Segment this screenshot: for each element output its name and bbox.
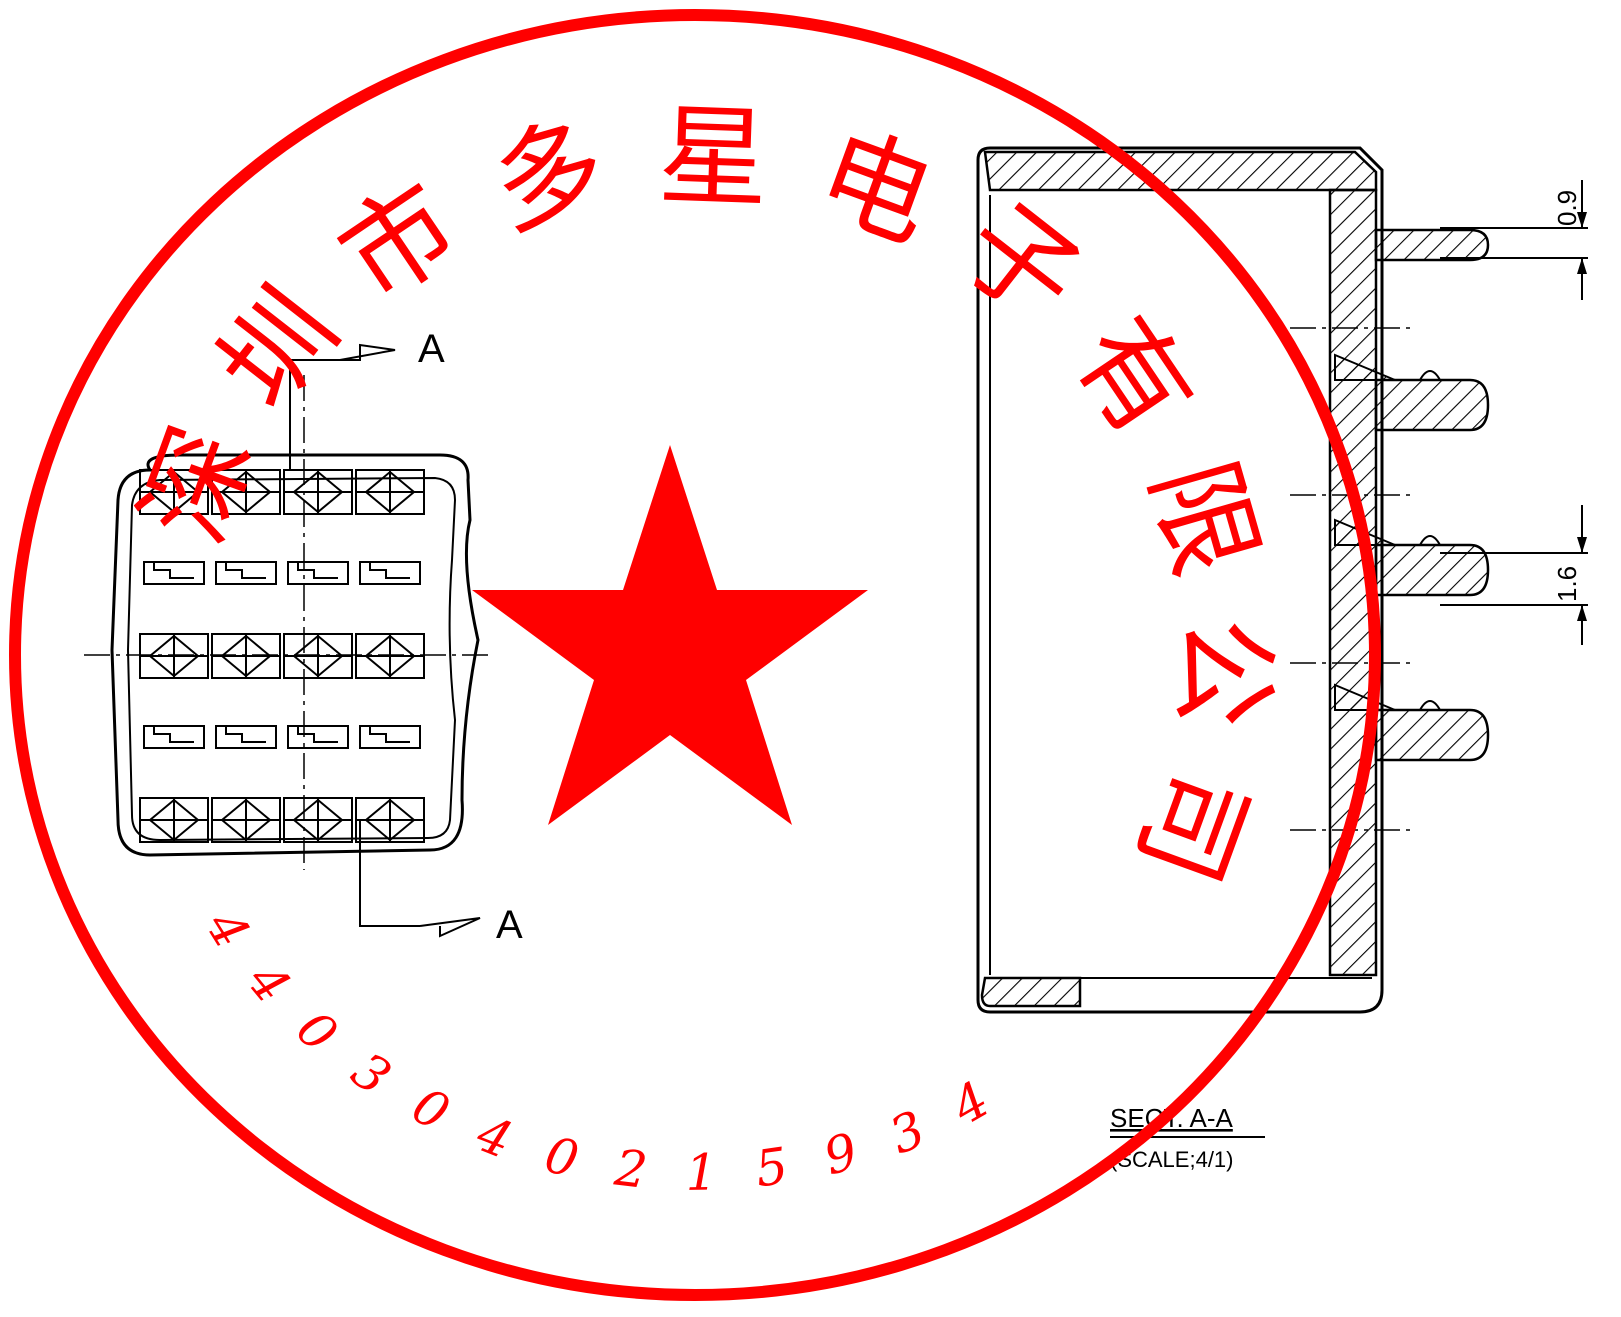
cavity [139,797,209,843]
star-icon [472,445,868,825]
cavity [283,633,353,679]
terminal-pin [1334,683,1490,762]
cavity [287,561,349,585]
section-marker-top: A [418,327,445,371]
seal-digit: 0 [285,1000,348,1064]
seal-company-name: 深圳市多星电子有限公司 [119,92,1290,899]
cavity [211,469,281,515]
seal-character: 深 [119,411,277,558]
seal-digit: 4 [236,952,302,1014]
seal-digit: 4 [468,1104,520,1170]
cavity [287,725,349,749]
seal-character: 电 [802,108,949,266]
seal-digit: 0 [403,1076,459,1142]
cavity [139,469,209,515]
connector-front-view [84,343,490,938]
seal-character: 限 [1127,447,1280,588]
cavity [211,633,281,679]
cavity [215,725,277,749]
cavity [143,561,205,585]
section-marker-bottom: A [496,903,523,947]
seal-character: 圳 [194,266,363,431]
seal-digit: 1 [685,1144,718,1202]
cavity [139,633,209,679]
cavity [215,561,277,585]
seal-character: 公 [1158,615,1290,729]
cavity [355,633,425,679]
cavity [143,725,205,749]
seal-character: 多 [479,100,620,253]
seal-digit: 3 [341,1041,401,1107]
seal-digit: 2 [611,1138,650,1199]
cavity [355,469,425,515]
terminal-pins [1334,228,1490,762]
terminal-pin [1374,228,1490,262]
cavity [283,469,353,515]
seal-character: 市 [318,158,481,326]
dimension-label-1-6: 1.6 [1552,566,1582,602]
dimension-label-0-9: 0.9 [1552,190,1582,226]
seal-digit: 9 [818,1122,864,1186]
dimension-1-6: 1.6 [1440,505,1588,645]
seal-digit: 4 [194,900,261,959]
seal-character: 有 [1050,295,1218,458]
cavity [283,797,353,843]
cavity [211,797,281,843]
seal-character: 子 [938,178,1103,347]
seal-digit: 0 [539,1125,584,1189]
cavity [359,561,421,585]
seal-character: 星 [656,92,770,224]
seal-digit: 3 [881,1100,933,1166]
seal-digit: 4 [941,1070,998,1137]
cavity-grid [139,469,425,843]
terminal-pin [1334,353,1490,432]
seal-character: 司 [1113,752,1271,899]
dimension-0-9: 0.9 [1440,180,1588,300]
cavity [359,725,421,749]
seal-digit: 5 [752,1137,792,1199]
